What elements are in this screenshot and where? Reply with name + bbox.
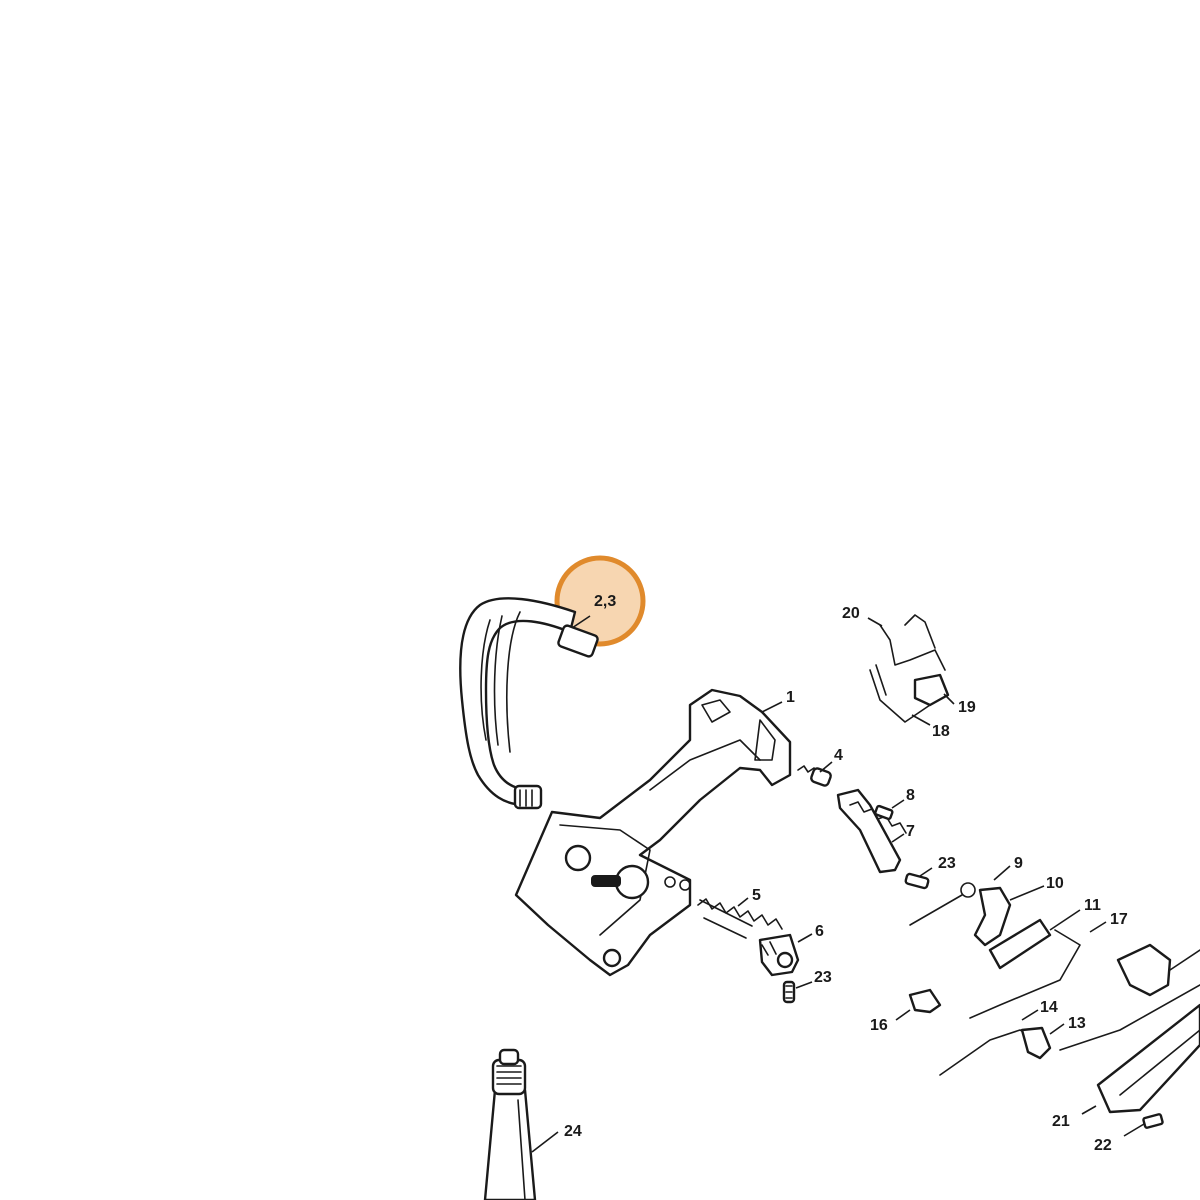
callout-22[interactable]: 22 — [1094, 1137, 1112, 1154]
callout-9[interactable]: 9 — [1014, 855, 1023, 872]
part-spring-5[interactable] — [697, 898, 783, 939]
part-spring-4[interactable] — [797, 765, 832, 787]
part-handle-housing[interactable] — [514, 688, 792, 977]
part-moulding-21[interactable] — [1096, 1003, 1200, 1114]
leader-lines — [531, 615, 1145, 1153]
callout-17[interactable]: 17 — [1110, 911, 1128, 928]
callout-20[interactable]: 20 — [842, 605, 860, 622]
callout-7[interactable]: 7 — [906, 823, 915, 840]
highlight-marker[interactable] — [554, 555, 646, 647]
callout-8[interactable]: 8 — [906, 787, 915, 804]
part-tube-24[interactable] — [483, 1048, 537, 1200]
callout-19[interactable]: 19 — [958, 699, 976, 716]
part-screw-22[interactable] — [1142, 1113, 1164, 1129]
part-screw-8[interactable] — [874, 804, 894, 821]
part-switch-19[interactable] — [913, 673, 950, 707]
callout-23b[interactable]: 23 — [938, 855, 956, 872]
callout-23a[interactable]: 23 — [814, 969, 832, 986]
part-spring-9[interactable] — [909, 882, 976, 926]
callout-2-3[interactable]: 2,3 — [594, 593, 616, 610]
part-interlock-11[interactable] — [988, 918, 1052, 970]
callout-10[interactable]: 10 — [1046, 875, 1064, 892]
part-trigger-7[interactable] — [836, 788, 907, 874]
callout-5[interactable]: 5 — [752, 887, 761, 904]
callout-13[interactable]: 13 — [1068, 1015, 1086, 1032]
part-right-assembly[interactable] — [1059, 943, 1200, 1051]
callout-11[interactable]: 11 — [1084, 897, 1101, 914]
part-handlebar[interactable] — [459, 597, 599, 810]
part-contact-20[interactable] — [879, 614, 946, 671]
part-screw-23b[interactable] — [904, 872, 930, 890]
callout-4[interactable]: 4 — [834, 747, 843, 764]
part-rod-17[interactable] — [969, 929, 1081, 1019]
part-lever-10[interactable] — [973, 886, 1012, 947]
callout-6[interactable]: 6 — [815, 923, 824, 940]
part-buffer-6[interactable] — [758, 933, 800, 977]
callout-21[interactable]: 21 — [1052, 1113, 1070, 1130]
part-16[interactable] — [908, 988, 942, 1014]
callout-24[interactable]: 24 — [564, 1123, 582, 1140]
part-13[interactable] — [1020, 1026, 1052, 1060]
callout-16[interactable]: 16 — [870, 1017, 888, 1034]
callout-14[interactable]: 14 — [1040, 999, 1058, 1016]
callout-18[interactable]: 18 — [932, 723, 950, 740]
callout-1[interactable]: 1 — [786, 689, 795, 706]
part-screw-23a[interactable] — [782, 980, 796, 1004]
